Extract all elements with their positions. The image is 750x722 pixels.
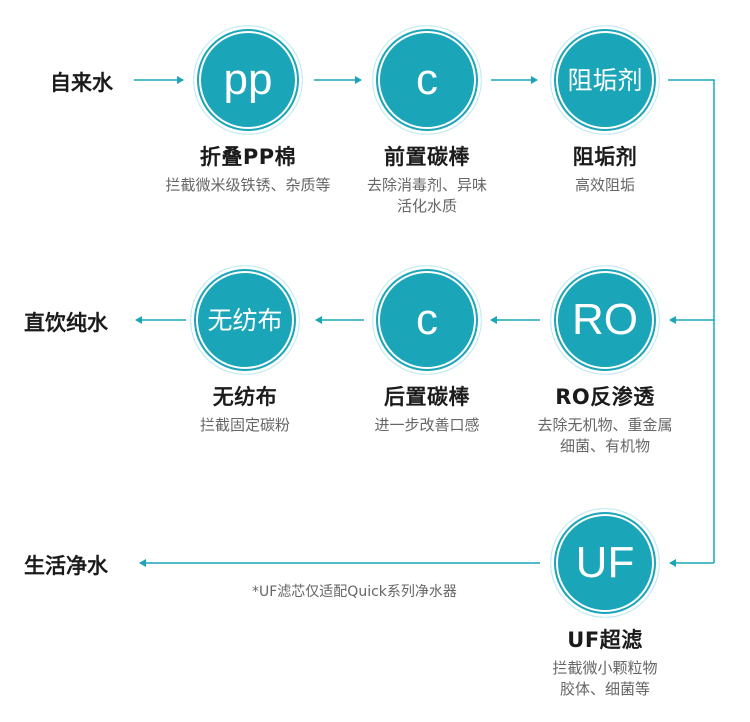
stage-ro-symbol: RO [572, 295, 638, 344]
stage-ro-title: RO反渗透 [555, 385, 655, 409]
stage-scale-inhibitor-icon: 阻垢剂 [551, 26, 659, 134]
stage-ro-icon: RO [551, 266, 659, 374]
stage-post-carbon-icon: c [373, 266, 481, 374]
stage-post-carbon-title: 后置碳棒 [384, 385, 470, 409]
line-scale-to-right-rail [668, 79, 715, 563]
stage-nonwoven-title: 无纺布 [212, 385, 278, 409]
stage-scale-inhibitor-symbol: 阻垢剂 [567, 65, 643, 95]
output-label-direct-drinking: 直饮纯水 [24, 311, 108, 335]
stage-uf-icon: UF [551, 509, 659, 617]
stage-pre-carbon-icon: c [373, 26, 481, 134]
stage-pp-desc: 拦截微米级铁锈、杂质等 [165, 176, 331, 194]
stage-pre-carbon-symbol: c [416, 55, 438, 104]
stage-pp-symbol: pp [223, 55, 273, 104]
stage-nonwoven-icon: 无纺布 [191, 266, 299, 374]
input-label-tap-water: 自来水 [50, 71, 113, 95]
stage-ro-desc: 去除无机物、重金属 细菌、有机物 [537, 416, 673, 455]
stage-pp-icon: pp [194, 26, 302, 134]
stage-pre-carbon-desc: 去除消毒剂、异味 活化水质 [366, 176, 487, 215]
stage-pp-title: 折叠PP棉 [199, 145, 297, 169]
stage-post-carbon-desc: 进一步改善口感 [374, 416, 480, 434]
stage-nonwoven-symbol: 无纺布 [207, 305, 283, 335]
stage-uf-title: UF超滤 [567, 628, 643, 652]
stage-pre-carbon-title: 前置碳棒 [384, 145, 470, 169]
stage-scale-inhibitor-desc: 高效阻垢 [574, 176, 635, 194]
stage-uf-desc: 拦截微小颗粒物 胶体、细菌等 [552, 659, 658, 698]
stage-nonwoven-desc: 拦截固定碳粉 [199, 416, 290, 434]
output-label-living-water: 生活净水 [24, 554, 108, 578]
uf-compatibility-note: *UF滤芯仅适配Quick系列净水器 [252, 584, 457, 600]
stage-scale-inhibitor-title: 阻垢剂 [572, 145, 638, 169]
stage-post-carbon-symbol: c [416, 295, 438, 344]
stage-uf-symbol: UF [575, 538, 635, 587]
